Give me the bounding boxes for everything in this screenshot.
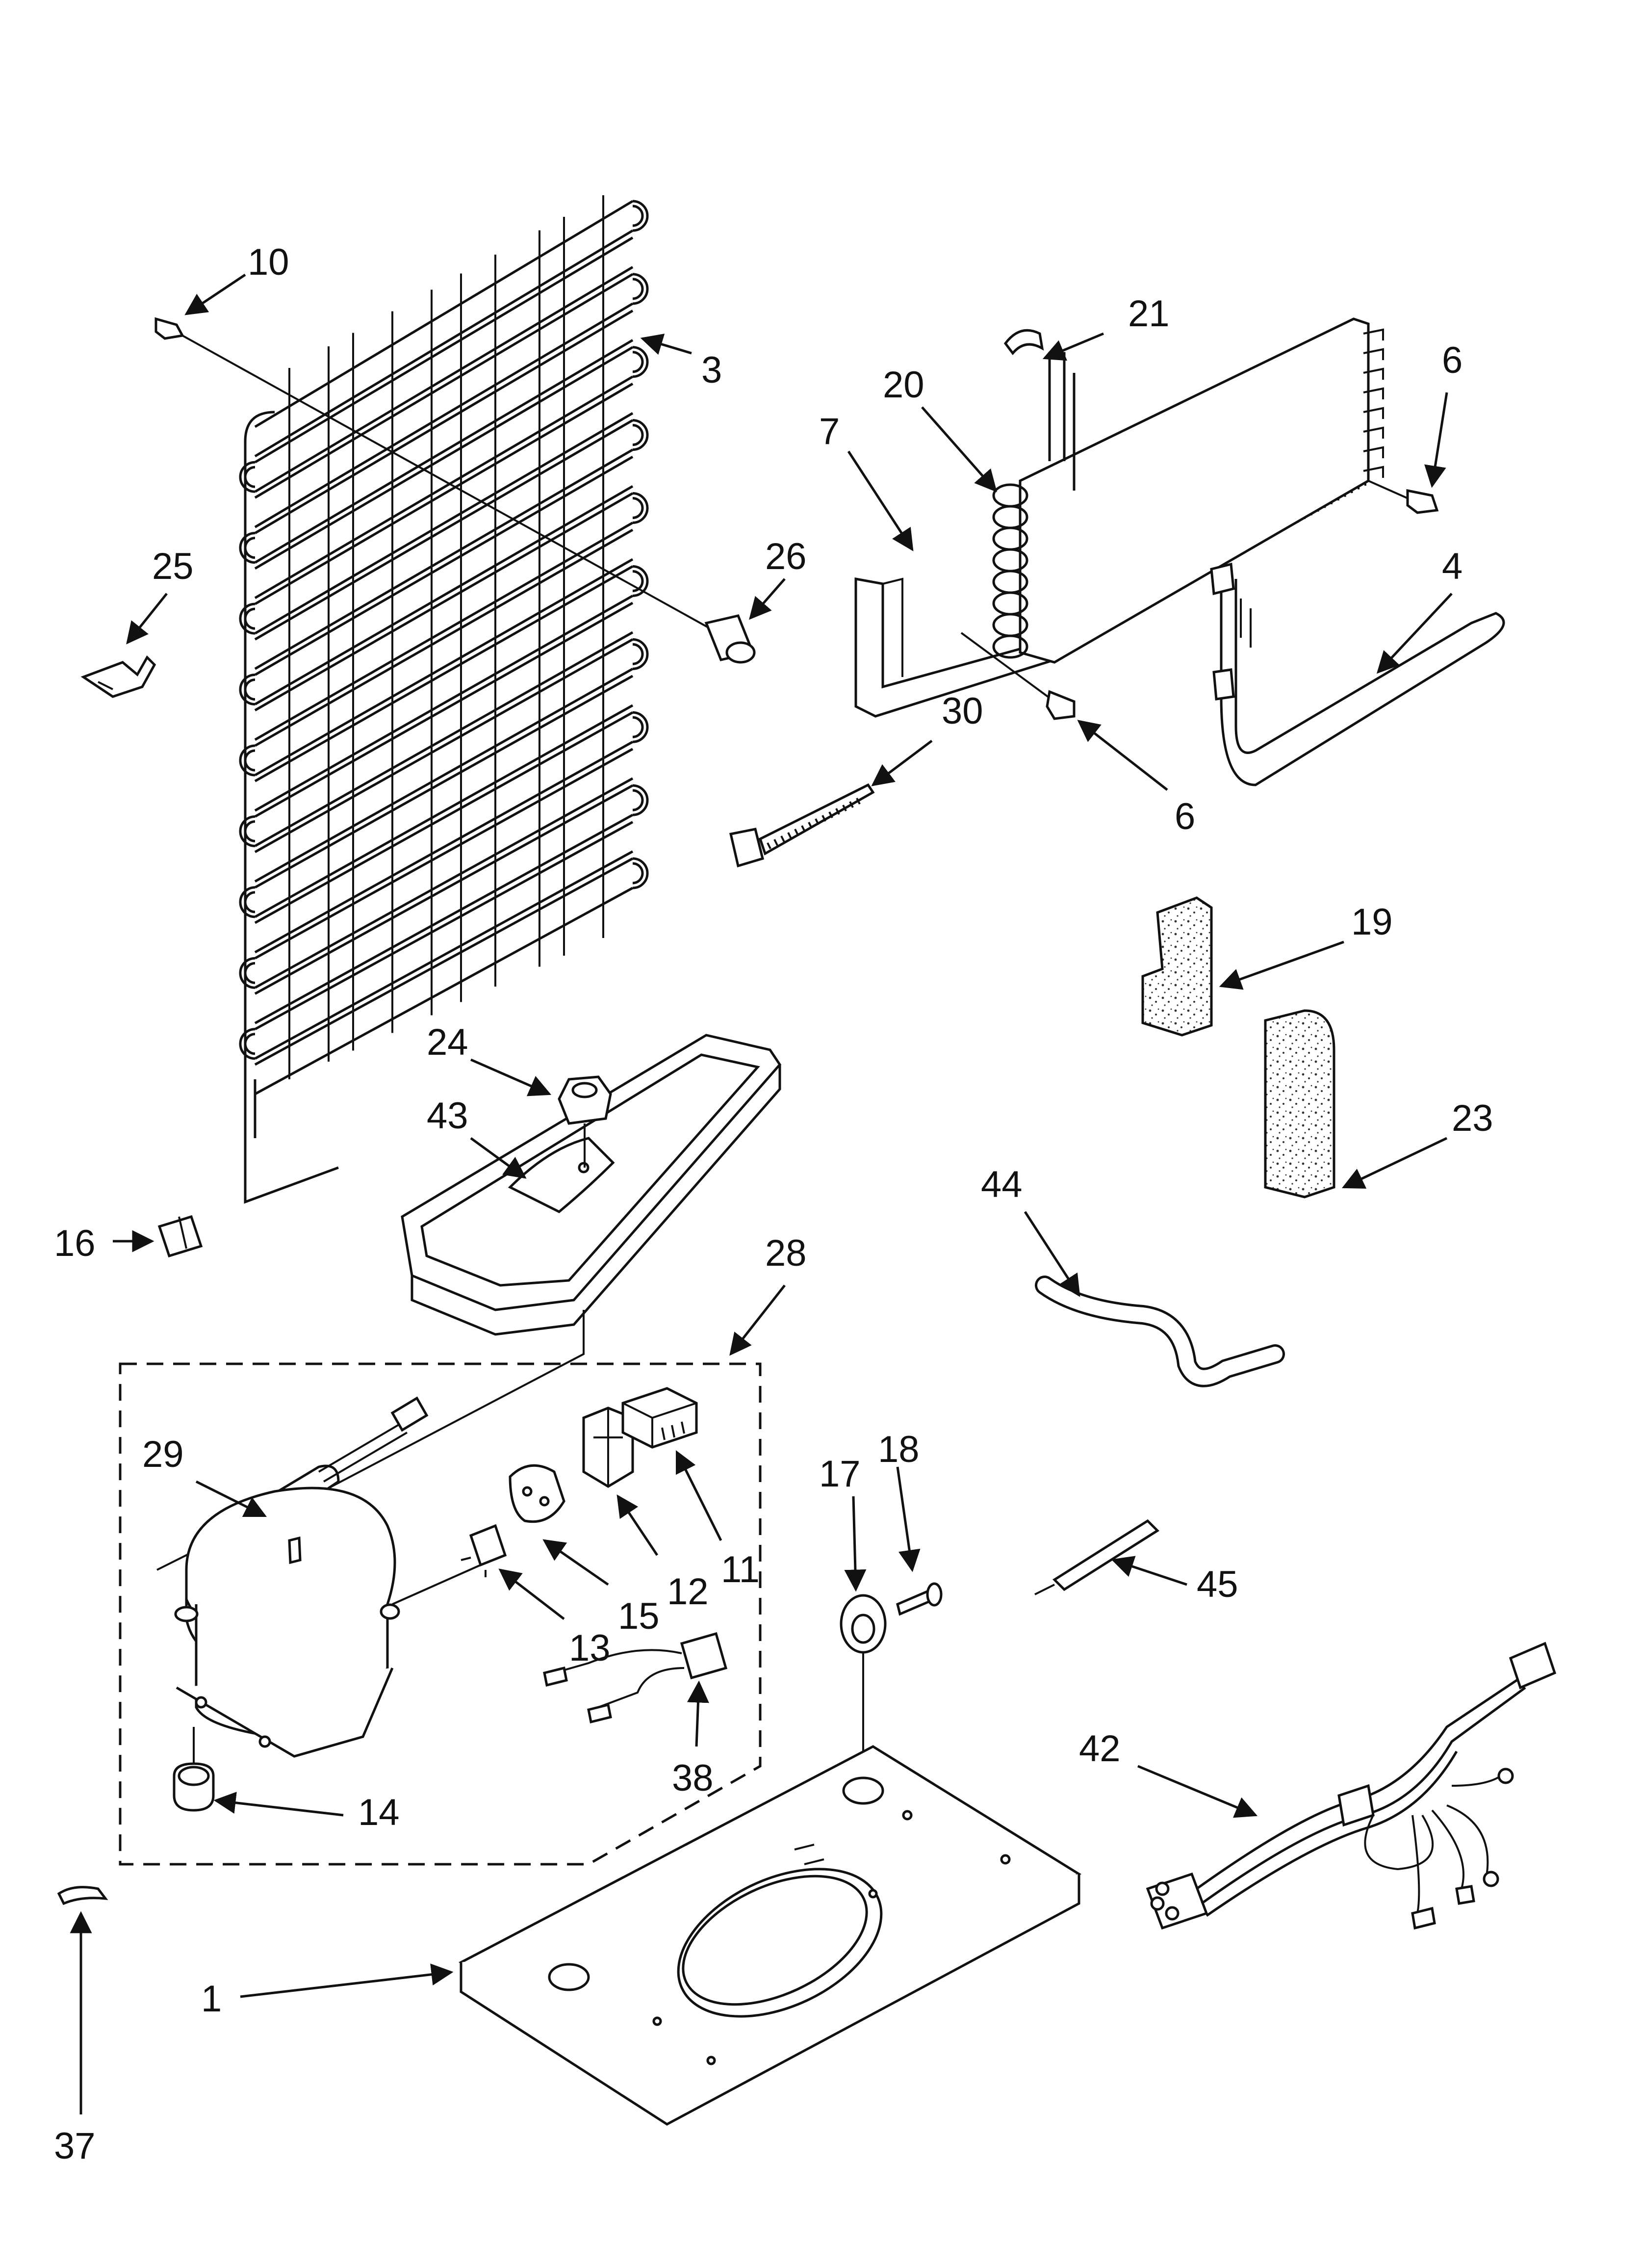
bolt-part-18: [896, 1582, 943, 1616]
callout-11: 11: [721, 1549, 760, 1590]
leader-lines: [70, 273, 1453, 2114]
clip-part-21: [1003, 329, 1044, 356]
callout-6-lower: 6: [1175, 796, 1195, 837]
callout-44: 44: [981, 1164, 1023, 1205]
drain-tube-part-44: [1035, 1276, 1285, 1387]
callout-15: 15: [618, 1595, 660, 1637]
callout-14: 14: [358, 1792, 400, 1833]
evaporator-assembly: [854, 317, 1384, 718]
clip-part-37: [57, 1886, 108, 1905]
callout-19: 19: [1351, 901, 1393, 943]
callout-21: 21: [1128, 293, 1170, 335]
screw-part-10: [154, 317, 736, 644]
capacitor-part-11: [621, 1387, 698, 1449]
callout-1: 1: [201, 1978, 222, 2020]
callout-18: 18: [878, 1429, 920, 1470]
callout-24: 24: [427, 1021, 468, 1063]
cover-part-12: [582, 1407, 634, 1488]
heater-part-4: [1210, 562, 1505, 786]
callout-labels: 10 3 21 20 6 7 25 26 4 30 6 19 24 43 23 …: [54, 241, 1493, 2167]
screw-part-6-upper: [1368, 480, 1439, 514]
callout-20: 20: [883, 364, 924, 406]
callout-28: 28: [765, 1232, 807, 1274]
rod-part-45: [1034, 1519, 1159, 1595]
clip-part-16: [157, 1215, 203, 1258]
callout-26: 26: [765, 536, 807, 577]
overload-part-15: [509, 1464, 565, 1523]
relay-part-13: [461, 1524, 507, 1577]
callout-4: 4: [1442, 546, 1462, 587]
callout-16: 16: [54, 1223, 96, 1264]
callout-25: 25: [152, 546, 194, 587]
callout-12: 12: [667, 1571, 709, 1613]
foam-block-part-23: [1264, 1009, 1335, 1199]
callout-23: 23: [1452, 1097, 1493, 1139]
callout-13: 13: [569, 1627, 611, 1669]
screw-part-6-lower: [960, 632, 1076, 720]
bracket-part-25: [80, 655, 156, 698]
drain-pan-part-43: [401, 1034, 782, 1336]
pan-to-compressor-line: [294, 1310, 585, 1507]
callout-43: 43: [427, 1095, 468, 1137]
callout-10: 10: [248, 241, 289, 283]
callout-6-upper: 6: [1442, 339, 1462, 381]
compressor: [174, 1486, 481, 1758]
callout-45: 45: [1197, 1564, 1238, 1605]
foam-block-part-19: [1141, 896, 1213, 1037]
nut-part-24: [558, 1075, 612, 1168]
callout-7: 7: [819, 411, 840, 452]
callout-30: 30: [942, 690, 983, 732]
callout-38: 38: [672, 1757, 714, 1799]
callout-29: 29: [142, 1434, 184, 1475]
callout-3: 3: [701, 349, 722, 391]
wire-harness-part-42: [1146, 1642, 1557, 1930]
callout-42: 42: [1079, 1728, 1121, 1770]
callout-37: 37: [54, 2125, 96, 2167]
base-pan-part-1: [459, 1745, 1082, 2126]
callout-17: 17: [819, 1453, 861, 1495]
condenser-coil: [239, 195, 649, 1204]
grommet-part-14: [173, 1727, 215, 1812]
spacer-part-26: [704, 614, 756, 664]
harness-part-38: [543, 1632, 728, 1724]
compressor-kit-boundary: [119, 1362, 762, 1866]
cable-tie-part-30: [729, 783, 875, 868]
